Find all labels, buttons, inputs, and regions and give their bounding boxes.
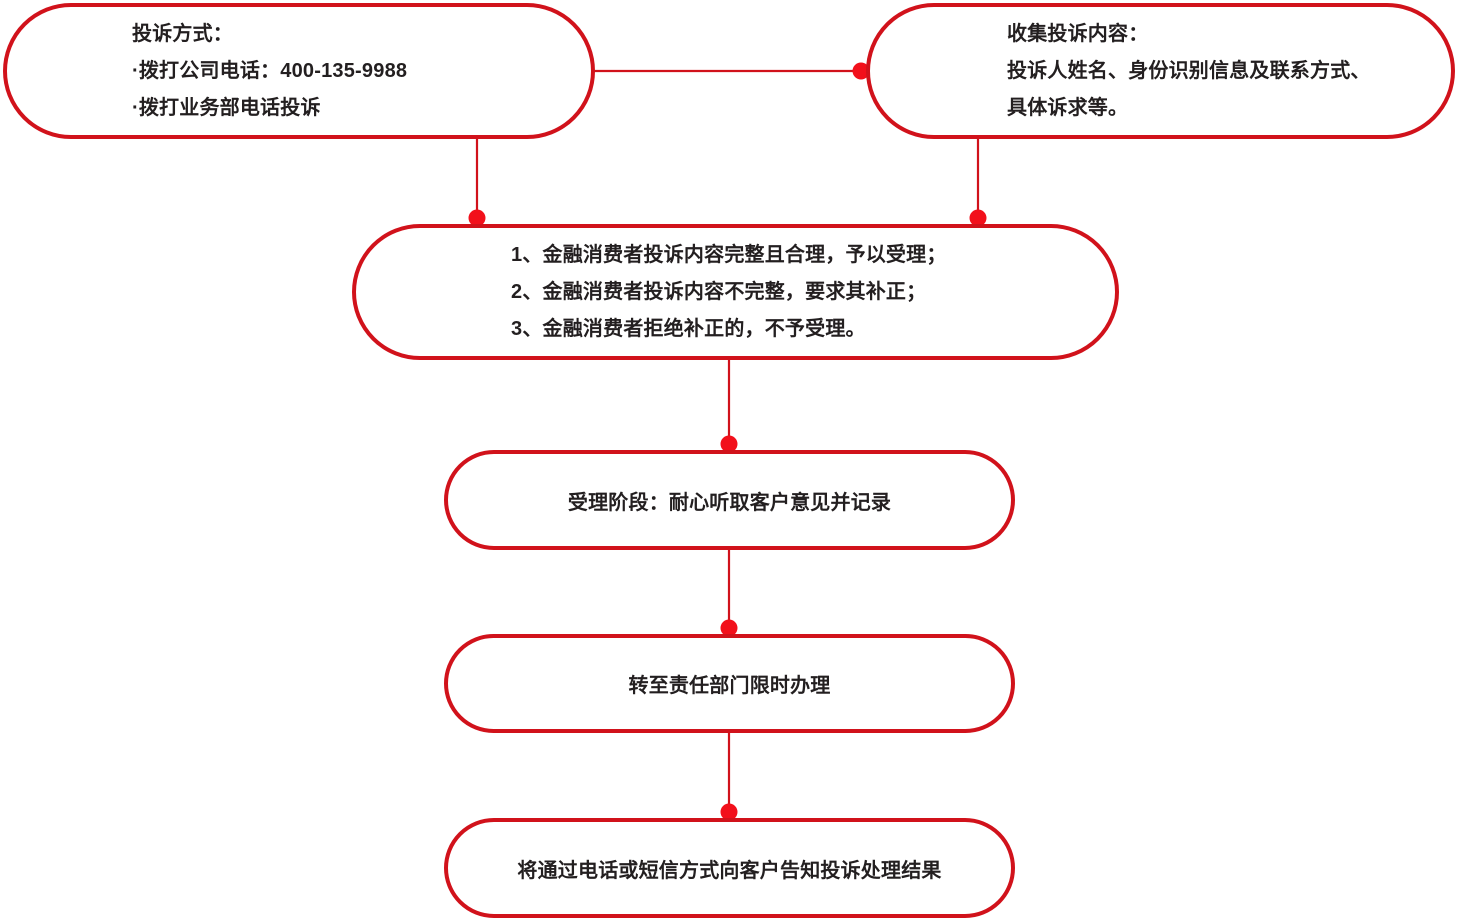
- node-acceptance-rules[interactable]: 1、金融消费者投诉内容完整且合理，予以受理； 2、金融消费者投诉内容不完整，要求…: [352, 224, 1119, 360]
- connector-stage-to-transfer: [720, 550, 738, 637]
- node-collect-content-line-2: 投诉人姓名、身份识别信息及联系方式、: [1007, 59, 1371, 82]
- connector-channels-to-rules: [468, 139, 486, 227]
- node-complaint-channels-text: 投诉方式： ·拨打公司电话：400-135-9988 ·拨打业务部电话投诉: [132, 16, 716, 127]
- node-acceptance-stage[interactable]: 受理阶段：耐心听取客户意见并记录: [444, 450, 1015, 550]
- node-acceptance-rules-text: 1、金融消费者投诉内容完整且合理，予以受理； 2、金融消费者投诉内容不完整，要求…: [511, 237, 1270, 348]
- node-complaint-channels-line-3: ·拨打业务部电话投诉: [132, 96, 321, 119]
- node-transfer-department-label: 转至责任部门限时办理: [628, 675, 831, 697]
- node-acceptance-rules-line-1: 1、金融消费者投诉内容完整且合理，予以受理；: [511, 243, 947, 266]
- node-collect-content[interactable]: 收集投诉内容： 投诉人姓名、身份识别信息及联系方式、 具体诉求等。: [866, 3, 1455, 139]
- node-collect-content-text: 收集投诉内容： 投诉人姓名、身份识别信息及联系方式、 具体诉求等。: [1007, 16, 1460, 127]
- node-complaint-channels[interactable]: 投诉方式： ·拨打公司电话：400-135-9988 ·拨打业务部电话投诉: [3, 3, 595, 139]
- connector-collect-to-rules: [969, 139, 987, 227]
- node-transfer-department[interactable]: 转至责任部门限时办理: [444, 634, 1015, 733]
- node-acceptance-rules-line-3: 3、金融消费者拒绝补正的，不予受理。: [511, 317, 866, 340]
- connector-transfer-to-notify: [720, 733, 738, 821]
- node-collect-content-line-1: 收集投诉内容：: [1007, 22, 1149, 45]
- node-complaint-channels-line-2: ·拨打公司电话：400-135-9988: [132, 59, 408, 82]
- node-complaint-channels-line-1: 投诉方式：: [132, 22, 233, 45]
- node-collect-content-line-3: 具体诉求等。: [1007, 96, 1129, 119]
- node-notify-result-label: 将通过电话或短信方式向客户告知投诉处理结果: [517, 859, 942, 882]
- node-notify-result[interactable]: 将通过电话或短信方式向客户告知投诉处理结果: [444, 818, 1015, 918]
- connector-rules-to-stage: [720, 360, 738, 453]
- node-acceptance-stage-label: 受理阶段：耐心听取客户意见并记录: [567, 491, 892, 514]
- node-acceptance-rules-line-2: 2、金融消费者投诉内容不完整，要求其补正；: [511, 280, 927, 303]
